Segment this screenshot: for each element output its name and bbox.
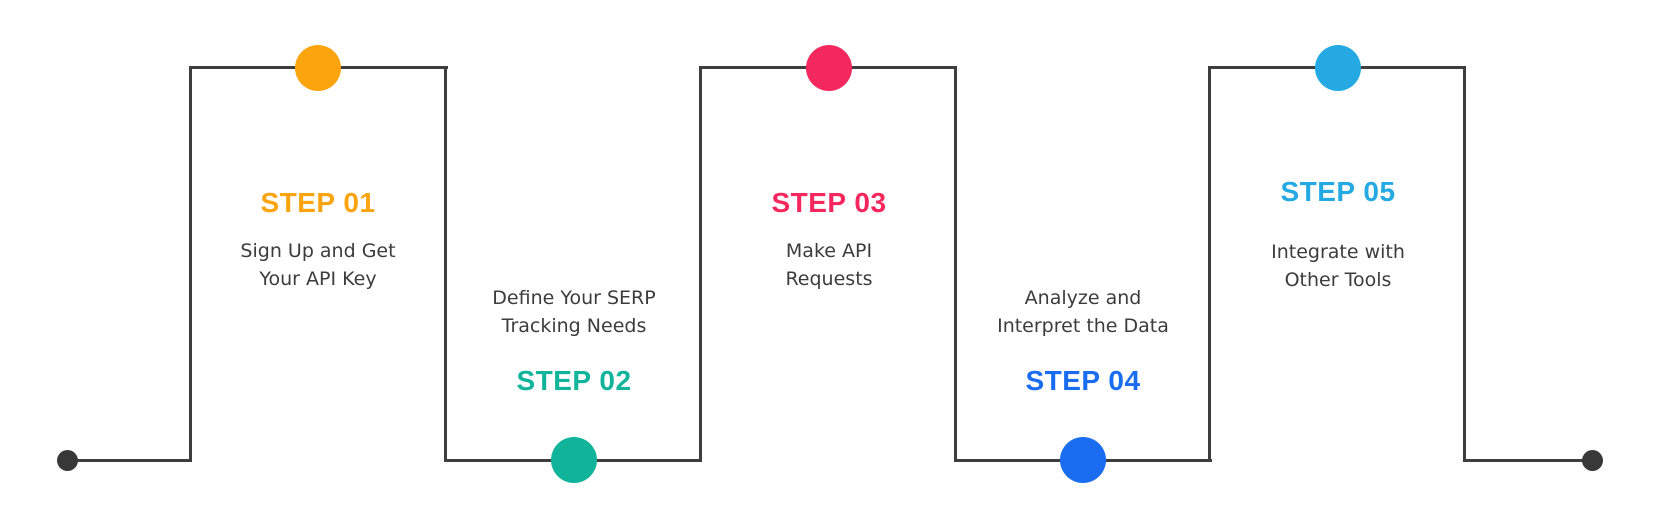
step-4-marker (1060, 437, 1106, 483)
step-4-description-line-2: Interpret the Data (997, 315, 1169, 337)
step-4-description-line-1: Analyze and (1024, 287, 1142, 309)
connector-line-vertical-4 (954, 66, 957, 462)
step-3-description-line-2: Requests (785, 268, 873, 290)
step-1-description-line-1: Sign Up and Get (240, 240, 396, 262)
step-3-title: STEP 03 (771, 187, 887, 218)
connector-line-start (68, 459, 192, 462)
step-1-description: Sign Up and Get Your API Key (240, 237, 395, 293)
step-5-title: STEP 05 (1280, 176, 1396, 207)
step-3-description: Make API Requests (785, 237, 872, 293)
step-5-marker (1315, 45, 1361, 91)
step-2-title: STEP 02 (516, 365, 632, 396)
step-1-title: STEP 01 (260, 187, 376, 218)
step-3-marker (806, 45, 852, 91)
step-4-title: STEP 04 (1025, 365, 1141, 396)
step-5-description: Integrate with Other Tools (1271, 238, 1405, 294)
step-5-description-line-1: Integrate with (1271, 241, 1405, 263)
connector-line-end (1463, 459, 1593, 462)
step-2-description-line-1: Define Your SERP (492, 287, 656, 309)
step-4-description: Analyze and Interpret the Data (997, 284, 1169, 340)
step-1-description-line-2: Your API Key (259, 268, 377, 290)
connector-line-vertical-6 (1463, 66, 1466, 462)
step-2-description-line-2: Tracking Needs (501, 315, 647, 337)
step-5-description-line-2: Other Tools (1284, 269, 1392, 291)
end-dot (1582, 450, 1603, 471)
step-2-description: Define Your SERP Tracking Needs (492, 284, 655, 340)
step-1-marker (295, 45, 341, 91)
start-dot (57, 450, 78, 471)
step-3-description-line-1: Make API (785, 240, 873, 262)
connector-line-vertical-2 (444, 66, 447, 462)
connector-line-vertical-5 (1208, 66, 1211, 462)
connector-line-vertical-3 (699, 66, 702, 462)
connector-line-vertical-1 (189, 66, 192, 462)
step-2-marker (551, 437, 597, 483)
